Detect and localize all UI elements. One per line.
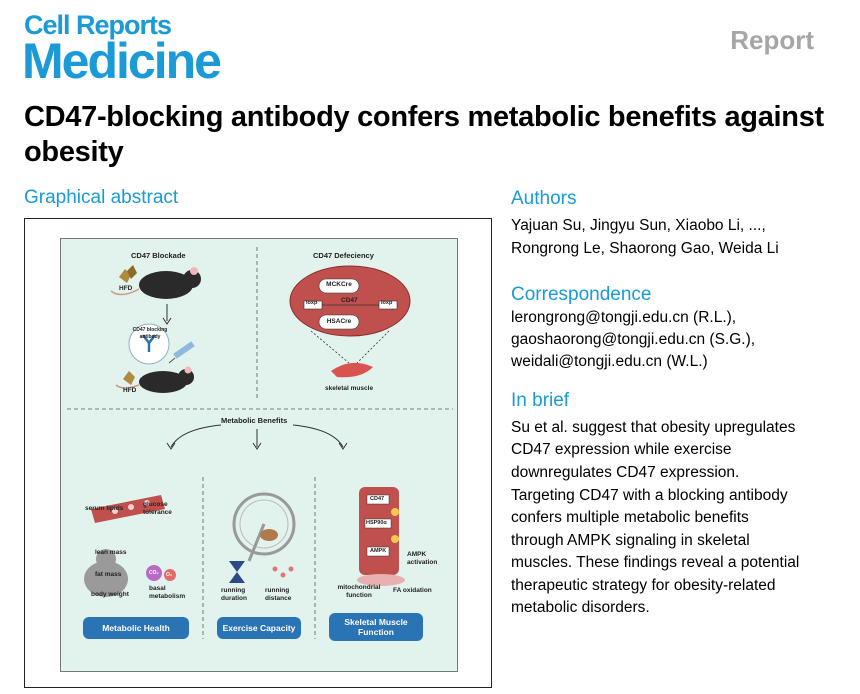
cd47-muscle-label: CD47 <box>370 496 385 502</box>
skeletal-muscle-label: skeletal muscle <box>325 385 374 392</box>
running-wheel-icon <box>232 492 296 562</box>
food-pellet-icon-bottom <box>123 371 135 385</box>
article-type-label: Report <box>730 25 814 55</box>
co2-label: CO₂ <box>149 570 159 576</box>
lean-mass-label: lean mass <box>95 549 127 556</box>
hfd-label-top: HFD <box>119 285 133 292</box>
metabolic-health-pill: Metabolic Health <box>83 617 189 639</box>
in-brief-line: therapeutic strategy for obesity-related <box>511 577 776 594</box>
running-duration-label: running duration <box>221 587 247 602</box>
hourglass-icon <box>229 561 245 583</box>
in-brief-line: Targeting CD47 with a blocking antibody <box>511 487 788 504</box>
article-title: CD47-blocking antibody confers metabolic… <box>24 101 824 168</box>
mckcre-label: MCKCre <box>326 281 352 288</box>
mitochondrial-function-label: mitochondrial function <box>337 584 381 599</box>
loxp-left-label: loxp <box>306 300 318 306</box>
mouse-body-icon <box>84 549 128 597</box>
running-distance-label: running distance <box>265 587 292 602</box>
hsp90a-label: HSP90α <box>366 520 387 526</box>
email-sg[interactable]: gaoshaorong@tongji.edu.cn (S.G.), <box>511 331 756 348</box>
authors-line-2: Rongrong Le, Shaorong Gao, Weida Li <box>511 240 779 257</box>
graphical-abstract-heading: Graphical abstract <box>24 187 179 208</box>
metabolic-benefits-label: Metabolic Benefits <box>221 416 288 425</box>
serum-lipids-label: serum lipids <box>85 505 124 512</box>
syringe-icon <box>168 341 195 364</box>
ampk-activation-label: AMPK activation <box>407 551 438 566</box>
antibody-label: CD47 blocking antibody <box>132 327 168 340</box>
food-pellet-icon-top <box>119 265 137 283</box>
email-wl[interactable]: weidali@tongji.edu.cn (W.L.) <box>511 353 708 370</box>
journal-name-line2: Medicine <box>22 33 222 89</box>
muscle-fiber-icon <box>359 487 399 575</box>
in-brief-line: confers multiple metabolic benefits <box>511 509 749 526</box>
in-brief-heading: In brief <box>511 390 570 411</box>
email-rl[interactable]: lerongrong@tongji.edu.cn (R.L.), <box>511 309 737 326</box>
skeletal-muscle-function-pill: Skeletal Muscle Function <box>329 613 423 641</box>
hfd-label-bottom: HFD <box>123 387 137 394</box>
mouse-icon-bottom <box>115 366 194 393</box>
mitochondria-icon <box>357 574 405 586</box>
journal-name-line1: Cell Reports <box>24 10 172 40</box>
mouse-icon-top <box>110 267 201 299</box>
o2-label: O₂ <box>166 572 173 578</box>
in-brief-line: Su et al. suggest that obesity upregulat… <box>511 419 796 436</box>
authors-line-1: Yajuan Su, Jingyu Sun, Xiaobo Li, ..., <box>511 217 766 234</box>
cd47-gene-label: CD47 <box>341 297 358 304</box>
ampk-label: AMPK <box>370 548 387 554</box>
in-brief-line: CD47 expression while exercise <box>511 441 732 458</box>
basal-metabolism-label: basal metabolism <box>149 585 186 600</box>
exercise-capacity-pill: Exercise Capacity <box>217 617 301 639</box>
co2-o2-icon <box>146 565 176 581</box>
muscle-cell-oval <box>289 265 411 337</box>
graphical-abstract-panel: CD47 Blockade CD47 Defeciency HFD CD47 b… <box>60 238 458 672</box>
in-brief-line: downregulates CD47 expression. <box>511 464 740 481</box>
skeletal-muscle-icon <box>331 362 373 378</box>
antibody-bubble-icon <box>128 323 170 365</box>
fa-oxidation-label: FA oxidation <box>393 587 432 594</box>
glucose-tolerance-label: glucose tolerance <box>143 501 172 516</box>
correspondence-heading: Correspondence <box>511 284 652 305</box>
loxp-right-label: loxp <box>381 300 393 306</box>
blood-vessel-icon <box>91 495 165 523</box>
body-weight-label: body weight <box>91 591 129 598</box>
footprints-icon <box>272 566 294 578</box>
graphical-abstract-illustration <box>67 247 453 639</box>
hsacre-label: HSACre <box>326 318 352 325</box>
blockade-title: CD47 Blockade <box>131 251 186 260</box>
authors-heading: Authors <box>511 188 577 209</box>
deficiency-title: CD47 Defeciency <box>313 251 374 260</box>
in-brief-line: through AMPK signaling in skeletal <box>511 532 750 549</box>
in-brief-line: metabolic disorders. <box>511 599 650 616</box>
graphical-abstract-frame <box>24 218 492 688</box>
in-brief-line: muscles. These findings reveal a potenti… <box>511 554 800 571</box>
fat-mass-label: fat mass <box>95 571 122 578</box>
